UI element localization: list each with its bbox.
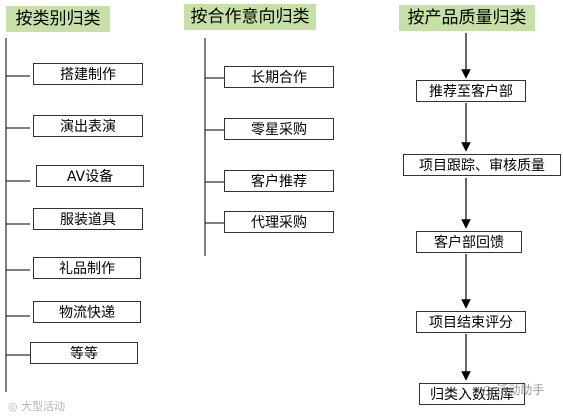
category-box-gifts: 礼品制作: [33, 257, 141, 279]
cooperation-box-sporadic: 零星采购: [224, 118, 334, 140]
flow-step-scoring: 项目结束评分: [416, 311, 526, 333]
weibo-icon: ◎: [8, 400, 18, 413]
column-header-quality: 按产品质量归类: [399, 5, 535, 31]
flow-step-database: 归类入数据库: [419, 383, 525, 405]
cooperation-box-agent-purchase: 代理采购: [224, 211, 334, 233]
category-box-construction: 搭建制作: [33, 63, 143, 85]
category-box-etc: 等等: [30, 342, 138, 364]
wechat-icon: ○: [482, 383, 493, 397]
watermark-right: ○ 活动助手: [482, 383, 545, 397]
category-box-performance: 演出表演: [33, 115, 143, 137]
cooperation-box-long-term: 长期合作: [224, 66, 334, 88]
flow-step-track-review: 项目跟踪、审核质量: [403, 154, 561, 176]
cooperation-box-client-referral: 客户推荐: [224, 170, 334, 192]
category-box-logistics: 物流快递: [33, 301, 141, 323]
flow-step-recommend: 推荐至客户部: [416, 80, 526, 102]
flow-step-feedback: 客户部回馈: [416, 231, 522, 253]
watermark-left: ◎ 大型活动: [8, 400, 66, 413]
column-header-cooperation: 按合作意向归类: [184, 4, 316, 30]
category-box-av-equipment: AV设备: [36, 165, 144, 187]
column-header-category: 按类别归类: [6, 6, 110, 32]
category-box-costume-props: 服装道具: [33, 208, 143, 230]
